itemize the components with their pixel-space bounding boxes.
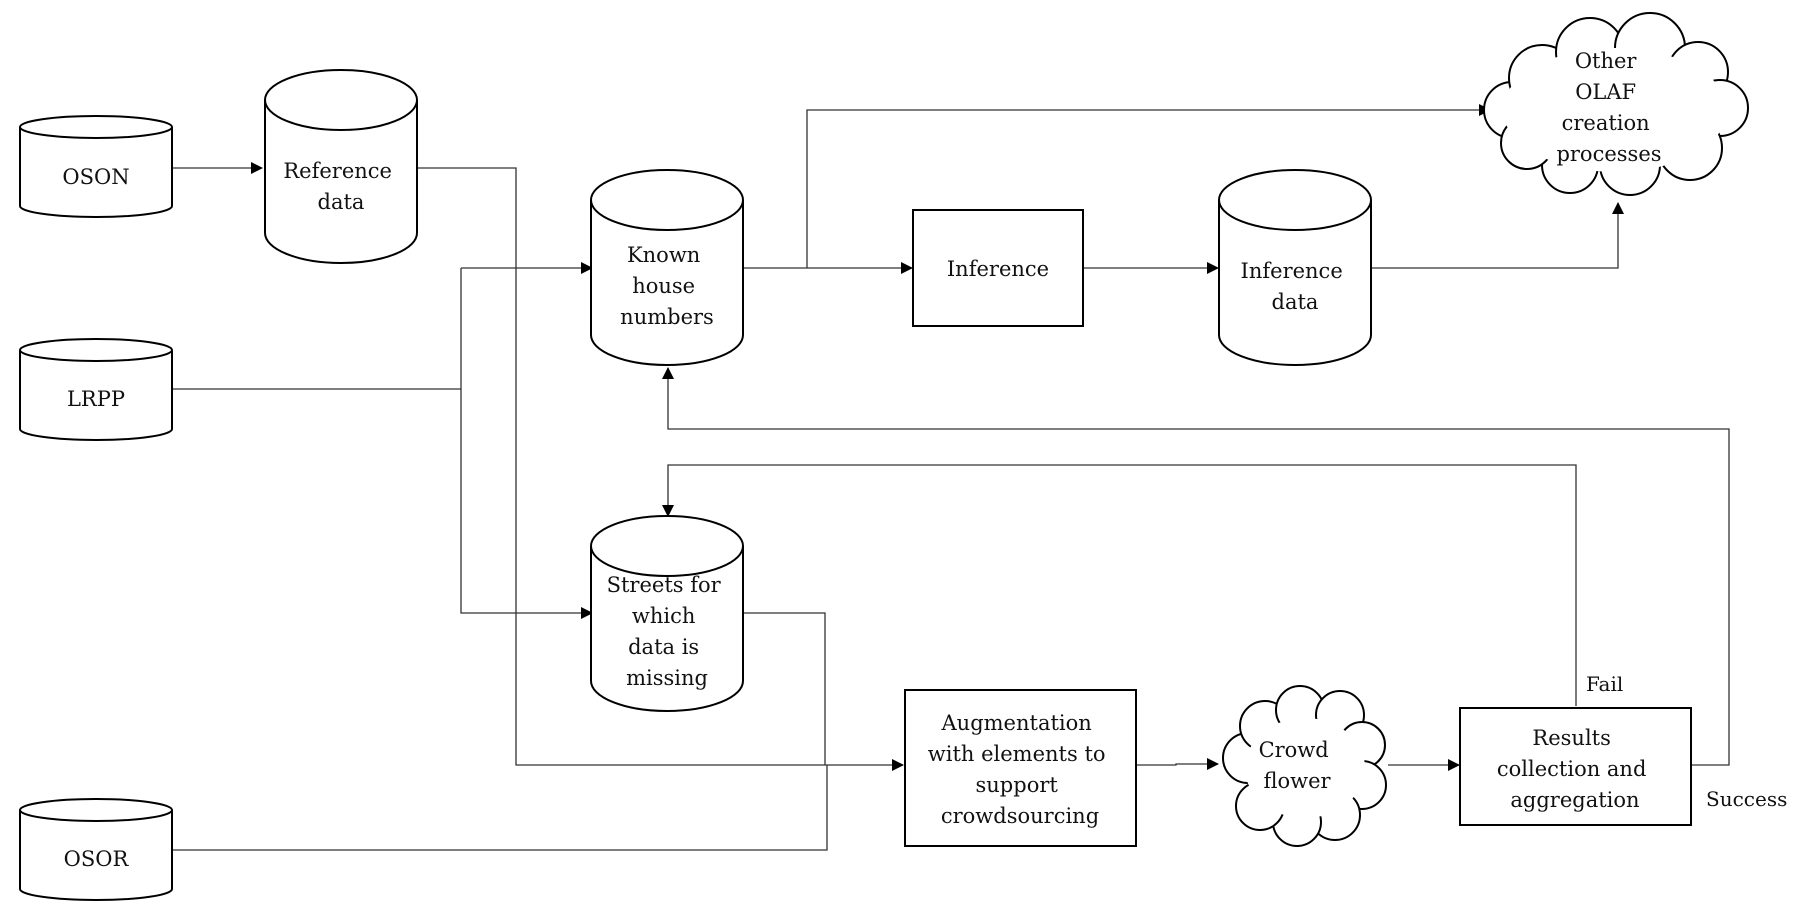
oson-label: OSON [62, 165, 129, 189]
oson-database [19, 115, 173, 218]
streets-missing-database [590, 515, 744, 712]
edge-results-to-known-success [662, 367, 1730, 766]
edge-osor-to-augmentation [172, 765, 828, 851]
edge-reference-to-augmentation [418, 167, 904, 771]
inference-label: Inference [947, 257, 1049, 281]
lrpp-database [19, 338, 173, 441]
inference-data-database [1218, 169, 1372, 366]
augmentation-process-box [904, 689, 1137, 847]
results-process-box [1459, 707, 1692, 826]
streets-missing-label: Streets for which data is missing [607, 573, 728, 690]
other-olaf-label: Other OLAF creation processes [1556, 49, 1661, 166]
edge-lrpp-trunk [172, 268, 462, 390]
reference-data-label: Reference data [283, 159, 398, 214]
known-house-numbers-label: Known house numbers [620, 243, 714, 329]
fail-edge-label: Fail [1586, 672, 1623, 696]
crowd-flower-label: Crowd flower [1259, 738, 1336, 793]
edge-inference-data-to-other-olaf [1371, 202, 1624, 269]
edge-results-to-streets-fail [662, 464, 1577, 706]
reference-data-database [264, 69, 418, 264]
crowd-flower-cloud [1222, 685, 1387, 847]
other-olaf-cloud [1483, 12, 1749, 196]
edge-augmentation-to-crowd [1135, 758, 1219, 770]
edge-streets-to-augmentation [743, 612, 826, 765]
results-label: Results collection and aggregation [1497, 726, 1653, 812]
osor-label: OSOR [64, 847, 130, 871]
success-edge-label: Success [1706, 787, 1787, 811]
edge-lrpp-to-streets [460, 389, 593, 619]
inference-process-box [912, 209, 1084, 327]
osor-database [19, 798, 173, 901]
known-house-numbers-database [590, 169, 744, 366]
edge-known-to-other-olaf [806, 104, 1491, 268]
augmentation-label: Augmentation with elements to support cr… [928, 711, 1112, 828]
inference-data-label: Inference data [1241, 259, 1350, 314]
lrpp-label: LRPP [67, 387, 125, 411]
